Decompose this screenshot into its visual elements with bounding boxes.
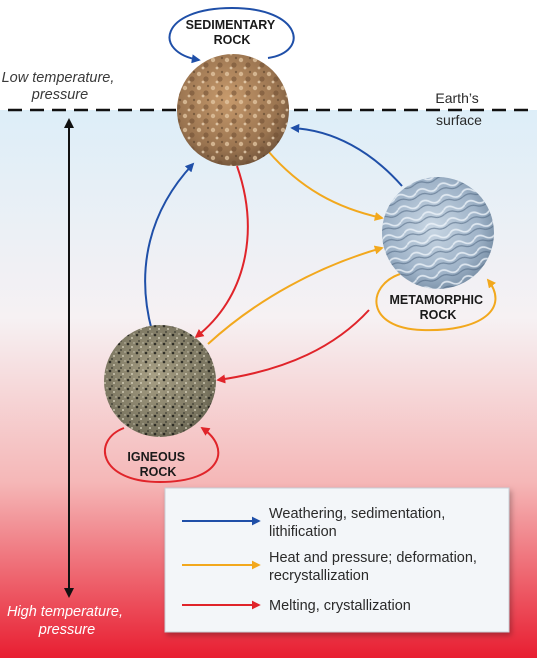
legend: Weathering, sedimentation, lithification… (164, 487, 510, 633)
legend-weathering-line-1: Weathering, sedimentation, (269, 506, 445, 522)
legend-heat-pressure-line-2: recrystallization (269, 568, 369, 584)
legend-melting-label: Melting, crystallization (269, 598, 411, 614)
arrow-sedimentary-to-metamorphic (267, 150, 384, 221)
earth-surface-line-2: surface (436, 112, 482, 128)
legend-heat-pressure-label: Heat and pressure; deformation, recrysta… (269, 550, 481, 584)
igneous-rock-image (104, 325, 216, 437)
arrow-metamorphic-to-sedimentary (290, 123, 403, 187)
arrow-sedimentary-to-igneous (194, 165, 249, 339)
legend-weathering-line-2: lithification (269, 524, 337, 540)
sedimentary-label-line-1: SEDIMENTARY (186, 18, 276, 32)
legend-heat-pressure-line-1: Heat and pressure; deformation, (269, 550, 477, 566)
sedimentary-rock-label: SEDIMENTARY ROCK (186, 18, 279, 47)
metamorphic-rock-image (382, 177, 494, 289)
arrow-igneous-to-metamorphic (207, 245, 384, 345)
earth-surface-line-1: Earth’s (435, 90, 478, 106)
igneous-label-line-1: IGNEOUS (127, 450, 185, 464)
high-temperature-label: High temperature, pressure (7, 604, 127, 638)
metamorphic-label-line-2: ROCK (420, 308, 457, 322)
metamorphic-rock-label: METAMORPHIC ROCK (390, 293, 487, 322)
legend-weathering-label: Weathering, sedimentation, lithification (269, 506, 449, 540)
low-temperature-line-2: pressure (31, 87, 88, 103)
high-temperature-line-2: pressure (38, 622, 95, 638)
legend-melting-line-1: Melting, crystallization (269, 598, 411, 614)
metamorphic-cycle-loop (375, 273, 497, 332)
metamorphic-label-line-1: METAMORPHIC (390, 293, 484, 307)
legend-box (164, 487, 510, 633)
sedimentary-cycle-loop (168, 6, 295, 64)
igneous-label-line-2: ROCK (140, 465, 177, 479)
sedimentary-label-line-2: ROCK (214, 33, 251, 47)
arrow-igneous-to-sedimentary (144, 162, 195, 332)
low-temperature-line-1: Low temperature, (2, 70, 115, 86)
earth-surface-label: Earth’s surface (435, 90, 482, 128)
sedimentary-rock-image (177, 54, 289, 166)
igneous-rock-label: IGNEOUS ROCK (127, 450, 188, 479)
low-temperature-label: Low temperature, pressure (2, 70, 119, 103)
arrow-metamorphic-to-igneous (216, 309, 370, 384)
high-temperature-line-1: High temperature, (7, 604, 123, 620)
igneous-cycle-loop (104, 427, 220, 484)
